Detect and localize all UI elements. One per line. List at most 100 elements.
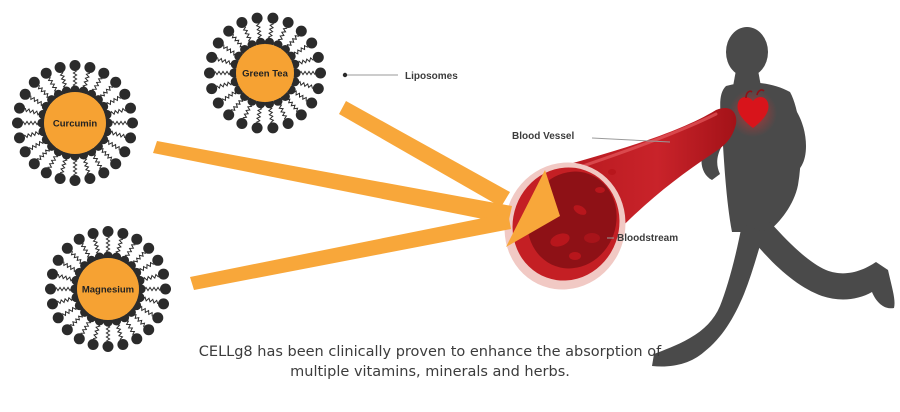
lipid-head xyxy=(223,25,235,37)
lipid-head xyxy=(73,233,85,245)
lipid-head xyxy=(306,97,318,109)
lipid-head xyxy=(19,88,31,100)
lipid-head xyxy=(52,312,64,324)
label-blood-vessel: Blood Vessel xyxy=(512,131,574,142)
lipid-head xyxy=(45,283,56,295)
liposome-green-tea: Green Tea xyxy=(204,12,326,134)
lipid-head xyxy=(125,102,136,114)
liposome-label: Magnesium xyxy=(82,285,134,296)
lipid-tail xyxy=(115,323,124,340)
lipid-tail xyxy=(223,44,238,56)
running-person-icon xyxy=(652,27,895,367)
liposome-label: Curcumin xyxy=(53,119,98,130)
lipid-head xyxy=(282,17,294,28)
lipid-head xyxy=(306,37,318,49)
lipid-tail xyxy=(124,320,136,336)
lipid-head xyxy=(84,173,96,184)
lipid-head xyxy=(117,339,129,350)
lipid-head xyxy=(158,268,169,280)
lipid-tail xyxy=(124,244,136,259)
lipid-tail xyxy=(231,34,244,48)
lipid-head xyxy=(47,268,58,280)
lipid-tail xyxy=(132,314,146,328)
arrow-green-tea xyxy=(339,101,510,207)
lipid-tail xyxy=(57,273,74,282)
lipid-tail xyxy=(217,57,234,66)
lipid-tail xyxy=(82,72,91,89)
lipid-tail xyxy=(28,139,44,151)
lipid-head xyxy=(152,254,164,266)
lipid-tail xyxy=(139,261,155,273)
lipid-head xyxy=(236,17,248,28)
lipid-tail xyxy=(298,70,316,76)
lipid-tail xyxy=(142,273,159,282)
lipid-head xyxy=(158,298,169,310)
liposome-pointer-dot xyxy=(342,72,348,78)
lipid-head xyxy=(102,341,114,352)
lipid-tail xyxy=(105,236,111,254)
lipid-head xyxy=(223,109,235,121)
lipid-head xyxy=(117,228,129,239)
lipid-tail xyxy=(105,139,120,151)
lipid-head xyxy=(160,283,171,295)
lipid-tail xyxy=(63,261,78,273)
lipid-head xyxy=(40,67,52,79)
lipid-head xyxy=(295,109,307,121)
lipid-head xyxy=(119,146,131,158)
arrowhead xyxy=(506,170,560,247)
lipid-tail xyxy=(221,89,237,102)
lipid-head xyxy=(267,122,279,134)
caption: CELLg8 has been clinically proven to enh… xyxy=(150,342,710,382)
lipid-head xyxy=(87,339,99,350)
lipid-tail xyxy=(106,95,122,107)
label-liposomes: Liposomes xyxy=(405,71,458,82)
lipid-tail xyxy=(59,72,68,89)
lipid-head xyxy=(47,298,58,310)
lipid-tail xyxy=(80,242,92,258)
lipid-tail xyxy=(105,324,111,342)
lipid-tail xyxy=(92,238,101,255)
lipid-tail xyxy=(255,106,263,123)
lipid-tail xyxy=(57,296,74,305)
lipid-head xyxy=(251,122,263,134)
lipid-head xyxy=(28,76,40,88)
lipid-tail xyxy=(297,56,314,66)
lipid-head xyxy=(204,67,215,79)
lipid-tail xyxy=(142,296,159,305)
lipid-head xyxy=(110,76,122,88)
lipid-head xyxy=(40,167,52,179)
lipid-head xyxy=(312,83,324,95)
lipid-head xyxy=(143,324,155,336)
lipid-tail xyxy=(109,107,126,116)
lipid-head xyxy=(84,62,96,73)
lipid-tail xyxy=(115,238,124,255)
liposome-core xyxy=(44,92,106,154)
lipid-head xyxy=(102,226,114,237)
lipid-head xyxy=(87,228,99,239)
lipid-tail xyxy=(47,76,59,92)
lipid-head xyxy=(98,67,110,79)
lipid-tail xyxy=(286,98,299,112)
liposome-core xyxy=(77,258,139,320)
lipid-head xyxy=(251,12,263,24)
lipid-head xyxy=(69,60,81,71)
caption-line-2: multiple vitamins, minerals and herbs. xyxy=(290,364,570,380)
lipid-tail xyxy=(216,80,233,90)
lipid-tail xyxy=(61,305,77,317)
lipid-tail xyxy=(22,120,40,126)
lipid-head xyxy=(19,146,31,158)
lipid-head xyxy=(282,118,294,129)
lipid-head xyxy=(206,83,218,95)
heart-icon xyxy=(729,89,777,137)
lipid-tail xyxy=(133,251,147,265)
lipid-head xyxy=(206,51,218,63)
lipid-head xyxy=(267,12,279,24)
lipid-tail xyxy=(30,95,45,107)
lipid-tail xyxy=(138,305,153,317)
lipid-tail xyxy=(37,84,51,98)
lipid-tail xyxy=(277,27,288,43)
lipid-head xyxy=(73,333,85,345)
lipid-head xyxy=(119,88,131,100)
